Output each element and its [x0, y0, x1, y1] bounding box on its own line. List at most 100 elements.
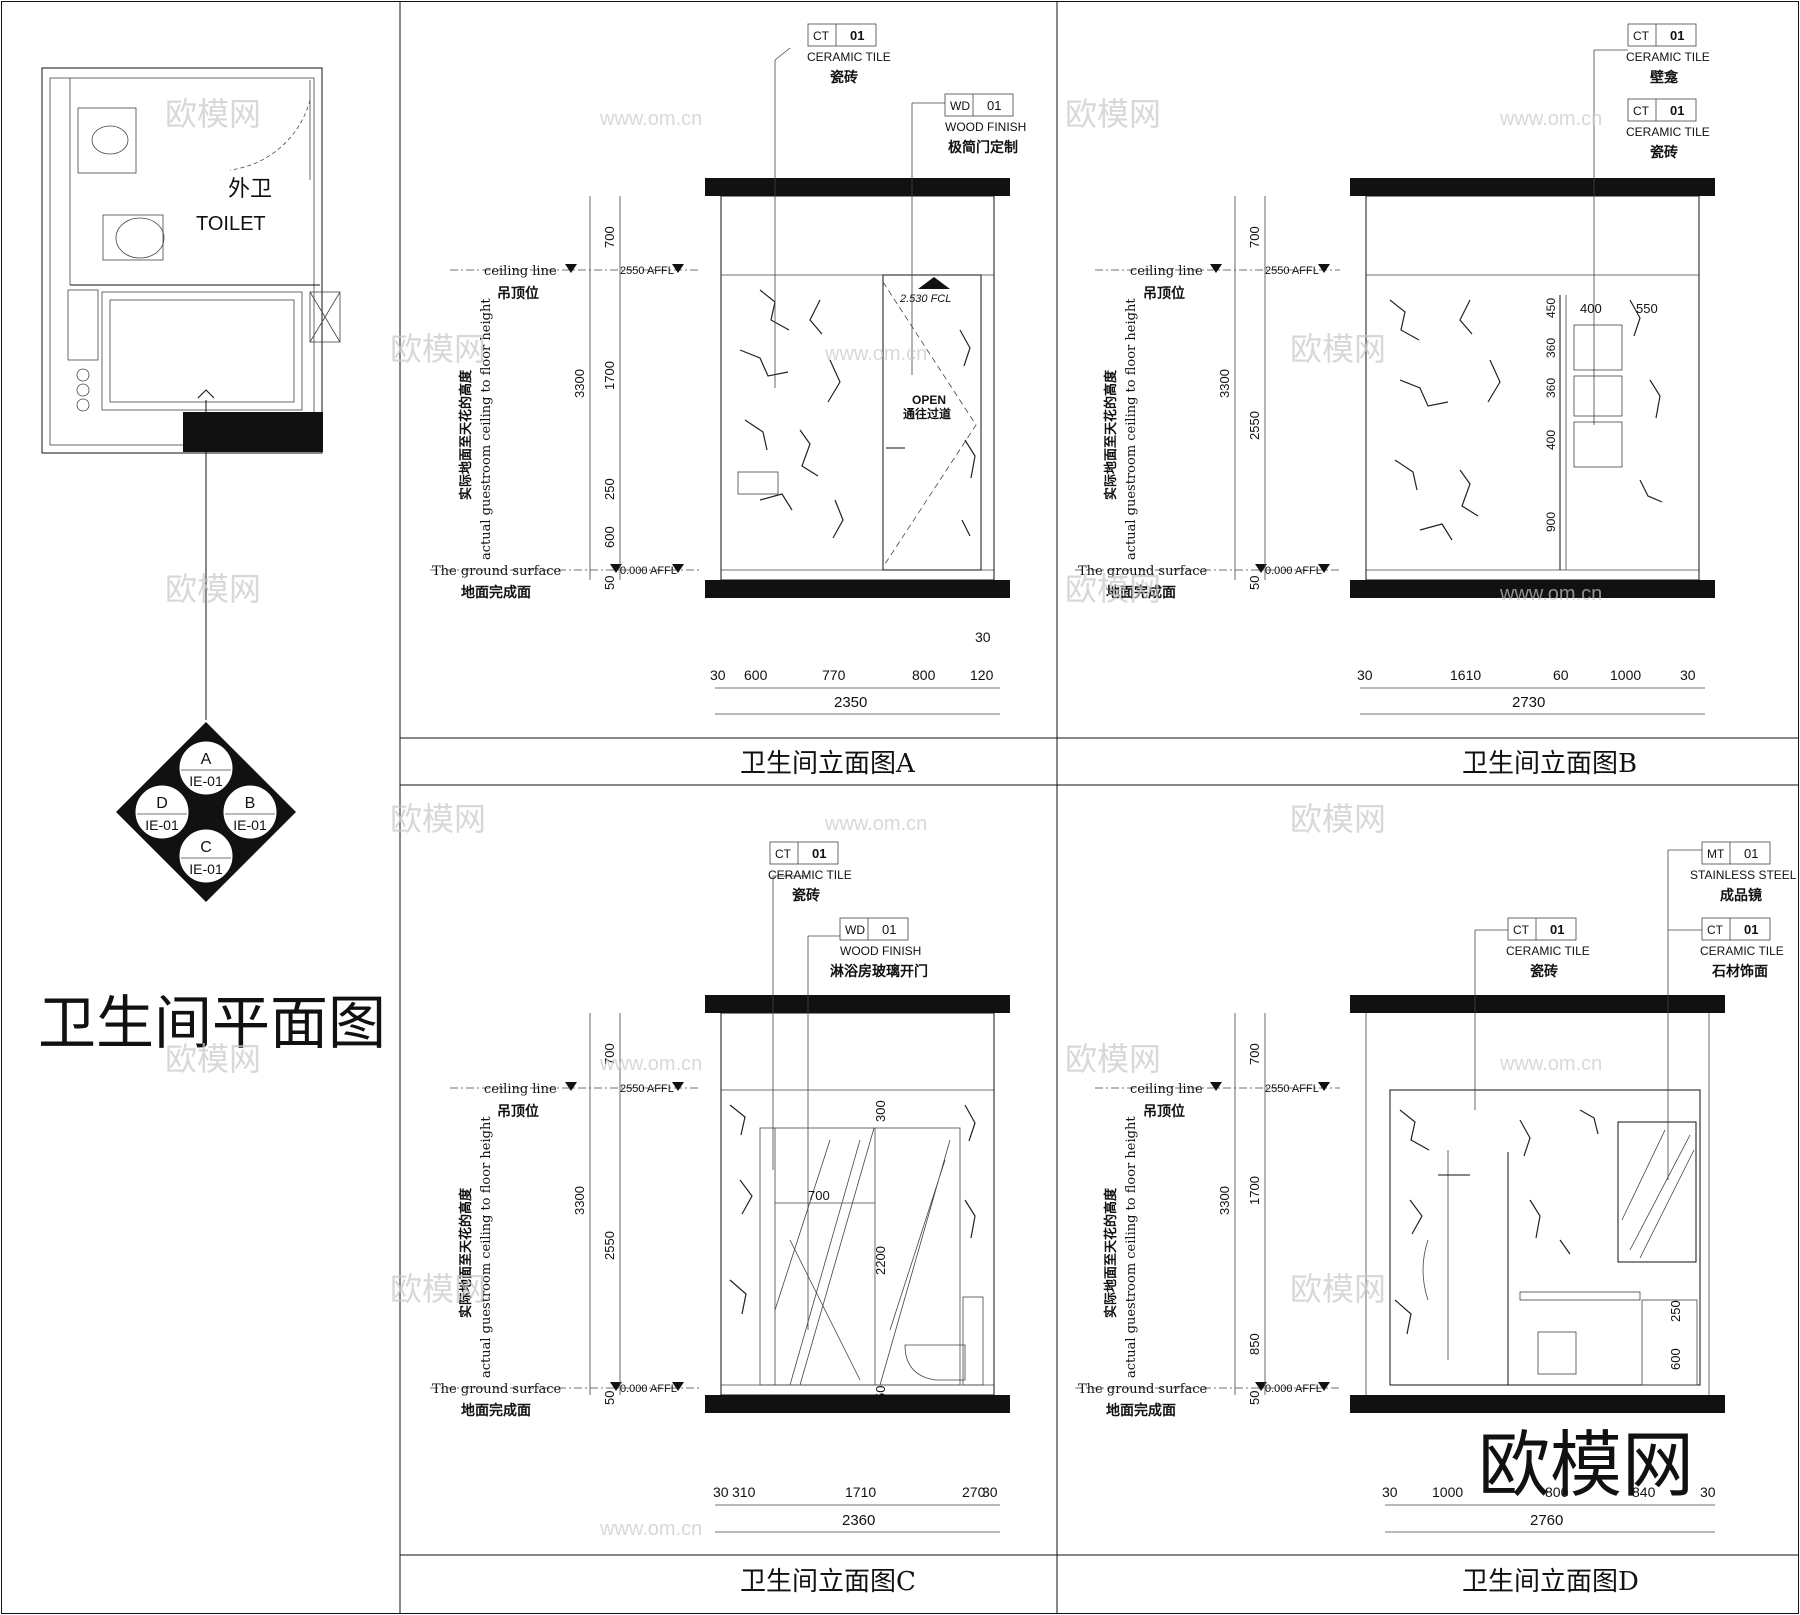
svg-text:50: 50 [602, 576, 617, 590]
svg-text:01: 01 [1550, 922, 1564, 937]
svg-text:30: 30 [982, 1484, 998, 1500]
svg-text:欧模网: 欧模网 [1290, 801, 1386, 837]
svg-text:50: 50 [602, 1391, 617, 1405]
hdims-b: 30 1610 60 1000 30 2730 [1357, 667, 1705, 715]
svg-text:actual guestroom ceiling to fl: actual guestroom ceiling to floor height [1124, 1116, 1139, 1378]
svg-text:欧模网: 欧模网 [1290, 331, 1386, 367]
svg-text:瓷砖: 瓷砖 [792, 887, 820, 903]
svg-text:欧模网: 欧模网 [1065, 96, 1161, 132]
svg-text:800: 800 [912, 667, 936, 683]
tag-d-1: MT 01 STAINLESS STEEL 成品镜 [1690, 841, 1797, 903]
svg-text:CERAMIC TILE: CERAMIC TILE [1700, 944, 1784, 958]
elevation-c-title: 卫生间立面图C [740, 1567, 916, 1597]
svg-text:实际地面至天花的高度: 实际地面至天花的高度 [1103, 1187, 1118, 1318]
tag-b-2: CT 01 CERAMIC TILE 瓷砖 [1626, 98, 1710, 160]
svg-text:吊顶位: 吊顶位 [497, 285, 539, 301]
watermarks: 欧模网 欧模网 欧模网 欧模网 欧模网 欧模网 欧模网 欧模网 欧模网 欧模网 … [165, 96, 1694, 1540]
svg-text:2550: 2550 [1247, 411, 1262, 440]
svg-text:www.om.cn: www.om.cn [824, 813, 927, 835]
svg-text:1710: 1710 [845, 1484, 876, 1500]
svg-text:400: 400 [1580, 301, 1602, 316]
elevation-b-title: 卫生间立面图B [1462, 749, 1637, 779]
svg-text:实际地面至天花的高度: 实际地面至天花的高度 [458, 1187, 473, 1318]
svg-text:actual guestroom ceiling to fl: actual guestroom ceiling to floor height [479, 298, 494, 560]
svg-text:壁龛: 壁龛 [1650, 69, 1679, 85]
svg-text:2350: 2350 [834, 694, 867, 711]
sink [77, 107, 137, 174]
svg-text:50: 50 [873, 1386, 888, 1400]
svg-text:2730: 2730 [1512, 694, 1545, 711]
svg-text:30: 30 [710, 667, 726, 683]
tag-c-2: WD 01 WOOD FINISH 淋浴房玻璃开门 [830, 917, 928, 979]
svg-text:通往过道: 通往过道 [903, 406, 951, 421]
plan-title: 卫生间平面图 [38, 989, 386, 1057]
svg-text:2760: 2760 [1530, 1512, 1563, 1529]
svg-text:www.om.cn: www.om.cn [824, 343, 927, 365]
svg-text:CERAMIC TILE: CERAMIC TILE [1506, 944, 1590, 958]
svg-text:310: 310 [732, 1484, 756, 1500]
svg-text:STAINLESS STEEL: STAINLESS STEEL [1690, 868, 1797, 882]
svg-text:CERAMIC TILE: CERAMIC TILE [1626, 50, 1710, 64]
svg-text:地面完成面: 地面完成面 [461, 584, 531, 600]
svg-text:2550 AFFL: 2550 AFFL [1265, 1083, 1319, 1095]
svg-text:IE-01: IE-01 [189, 861, 223, 877]
floor-plan: 外卫 TOILET [41, 67, 341, 720]
wall-section [183, 412, 323, 452]
svg-text:www.om.cn: www.om.cn [1499, 108, 1602, 130]
svg-text:www.om.cn: www.om.cn [1499, 583, 1602, 605]
svg-text:0.000 AFFL: 0.000 AFFL [620, 565, 677, 577]
svg-text:ceiling line: ceiling line [484, 264, 557, 279]
bathtub [101, 291, 303, 411]
svg-text:WOOD FINISH: WOOD FINISH [840, 944, 921, 958]
svg-text:CT: CT [1633, 29, 1650, 43]
tag-d-2: CT 01 CERAMIC TILE 瓷砖 [1506, 917, 1590, 979]
svg-text:60: 60 [1553, 667, 1569, 683]
hdims-a: 30 600 770 800 120 30 2350 [710, 629, 1000, 715]
svg-text:700: 700 [602, 226, 617, 248]
svg-text:CT: CT [1633, 104, 1650, 118]
svg-text:www.om.cn: www.om.cn [599, 1518, 702, 1540]
room-label-en: TOILET [196, 213, 266, 235]
svg-text:1610: 1610 [1450, 667, 1481, 683]
svg-text:www.om.cn: www.om.cn [599, 1053, 702, 1075]
svg-text:IE-01: IE-01 [145, 817, 179, 833]
brand-watermark: 欧模网 [1478, 1426, 1694, 1506]
svg-text:WOOD FINISH: WOOD FINISH [945, 120, 1026, 134]
svg-text:1000: 1000 [1432, 1484, 1463, 1500]
svg-text:2550 AFFL: 2550 AFFL [1265, 265, 1319, 277]
mirror [1617, 1121, 1697, 1263]
svg-text:WD: WD [950, 99, 970, 113]
svg-text:01: 01 [1744, 922, 1758, 937]
door-swing [229, 99, 311, 171]
svg-text:欧模网: 欧模网 [165, 571, 261, 607]
svg-text:欧模网: 欧模网 [390, 1271, 486, 1307]
svg-text:30: 30 [1357, 667, 1373, 683]
svg-text:欧模网: 欧模网 [165, 1041, 261, 1077]
svg-text:2550: 2550 [602, 1231, 617, 1260]
levels-b: ceiling line 吊顶位 The ground surface 地面完成… [1075, 196, 1658, 600]
svg-text:2360: 2360 [842, 1512, 875, 1529]
svg-text:The ground surface: The ground surface [432, 1382, 562, 1397]
svg-text:吊顶位: 吊顶位 [497, 1103, 539, 1119]
elevation-index-symbol: A IE-01 B IE-01 C IE-01 D IE-01 [116, 722, 296, 902]
svg-text:01: 01 [1744, 846, 1758, 861]
svg-text:欧模网: 欧模网 [390, 331, 486, 367]
svg-text:2.530 FCL: 2.530 FCL [899, 293, 951, 305]
svg-text:地面完成面: 地面完成面 [461, 1402, 531, 1418]
svg-text:OPEN: OPEN [912, 393, 946, 407]
svg-text:30: 30 [1700, 1484, 1716, 1500]
svg-text:700: 700 [602, 1043, 617, 1065]
levels-d: ceiling line 吊顶位 The ground surface 地面完成… [1075, 1013, 1683, 1418]
svg-text:吊顶位: 吊顶位 [1143, 1103, 1185, 1119]
svg-text:WD: WD [845, 923, 865, 937]
svg-text:欧模网: 欧模网 [1065, 1041, 1161, 1077]
elevation-a: 2.530 FCL OPEN 通往过道 [705, 47, 1010, 598]
svg-text:270: 270 [962, 1484, 986, 1500]
svg-text:120: 120 [970, 667, 994, 683]
tag-c-1: CT 01 CERAMIC TILE 瓷砖 [768, 841, 852, 903]
svg-text:30: 30 [975, 629, 991, 645]
svg-text:实际地面至天花的高度: 实际地面至天花的高度 [458, 369, 473, 500]
svg-text:瓷砖: 瓷砖 [1650, 144, 1678, 160]
levels-a: ceiling line 吊顶位 The ground surface 地面完成… [430, 196, 700, 600]
